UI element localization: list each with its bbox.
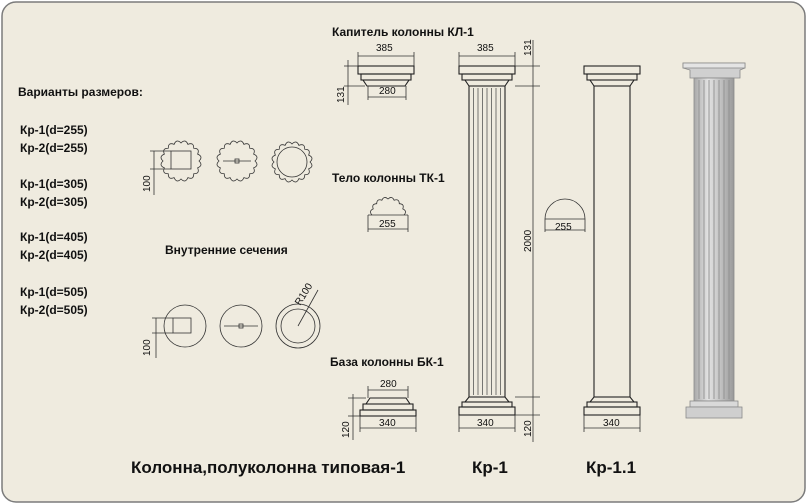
- size-kr2-255: Кр-2(d=255): [20, 141, 88, 155]
- size-kr1-255: Кр-1(d=255): [20, 123, 88, 137]
- capital-height: 131: [336, 86, 347, 103]
- kr11-base-width: 340: [603, 418, 620, 429]
- capital-drawing: [344, 52, 415, 105]
- kr1-total-height: 2000: [523, 229, 534, 252]
- shaft-title: Тело колонны ТК-1: [332, 171, 445, 185]
- inner-section-3: [275, 289, 321, 349]
- column-kr1-drawing: [458, 40, 540, 442]
- shaft-diameter: 255: [379, 219, 396, 230]
- kr11-label: Кр-1.1: [586, 458, 636, 477]
- size-kr1-505: Кр-1(d=505): [20, 285, 88, 299]
- inner-section-dim-height: 100: [142, 339, 153, 356]
- inner-section-1: [152, 304, 207, 358]
- sizes-heading: Варианты размеров:: [18, 85, 143, 99]
- capital-top-width: 385: [376, 43, 393, 54]
- base-top-width: 280: [380, 379, 397, 390]
- kr1-capital-height: 131: [523, 39, 534, 56]
- outer-section-dim-height: 100: [142, 175, 153, 192]
- base-title: База колонны БК-1: [330, 355, 444, 369]
- kr1-label: Кр-1: [472, 458, 508, 477]
- fluted-section-2: [216, 140, 258, 182]
- fluted-section-1: [150, 140, 202, 195]
- size-kr2-405: Кр-2(d=405): [20, 248, 88, 262]
- footer-title: Колонна,полуколонна типовая-1: [131, 458, 405, 477]
- shaft-section: [367, 197, 409, 232]
- size-kr1-405: Кр-1(d=405): [20, 230, 88, 244]
- base-drawing: [348, 386, 417, 440]
- kr1-capital-width: 385: [477, 43, 494, 54]
- fluted-section-3: [271, 141, 313, 183]
- capital-title: Капитель колонны КЛ-1: [332, 25, 474, 39]
- size-kr1-305: Кр-1(d=305): [20, 177, 88, 191]
- column-kr11-drawing: [583, 65, 641, 432]
- base-bottom-width: 340: [379, 418, 396, 429]
- inner-sections-title: Внутренние сечения: [165, 243, 288, 257]
- column-3d-render: [682, 62, 746, 419]
- capital-bottom-width: 280: [379, 86, 396, 97]
- size-kr2-505: Кр-2(d=505): [20, 303, 88, 317]
- kr11-half-diameter: 255: [555, 222, 572, 233]
- half-section-kr11: [544, 198, 586, 232]
- size-kr2-305: Кр-2(d=305): [20, 195, 88, 209]
- inner-section-2: [219, 304, 263, 348]
- kr1-base-height: 120: [523, 420, 534, 437]
- base-height: 120: [341, 421, 352, 438]
- kr1-base-width: 340: [477, 418, 494, 429]
